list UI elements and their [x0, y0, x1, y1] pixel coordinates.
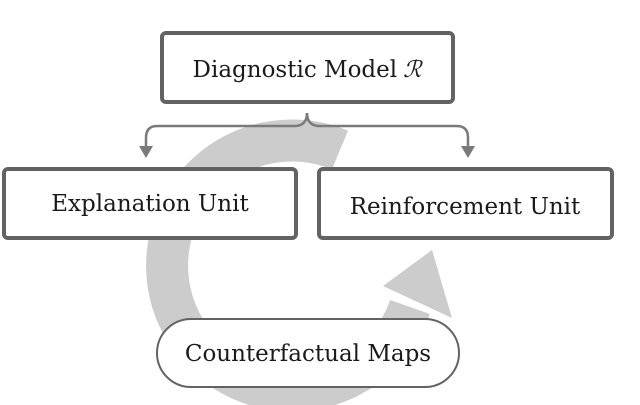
- reinforcement-unit-box-frame: [317, 167, 614, 240]
- arrowhead-to-explanation: [139, 146, 153, 158]
- diagnostic-model-symbol: ℛ: [403, 57, 423, 83]
- bracket-connector: [144, 112, 470, 148]
- bracket-right-arm: [318, 124, 470, 148]
- diagnostic-model-text: Diagnostic Model: [193, 57, 398, 83]
- explanation-unit-box-frame: [2, 167, 298, 240]
- arrowhead-to-reinforcement: [461, 146, 475, 158]
- explanation-unit-label: Explanation Unit: [51, 191, 249, 217]
- diagnostic-model-box-frame: [160, 31, 455, 104]
- cycle-arrowhead: [383, 250, 452, 318]
- bracket-stem-right: [305, 112, 319, 128]
- reinforcement-unit-label: Reinforcement Unit: [350, 194, 581, 220]
- counterfactual-maps-pill-frame: [156, 318, 460, 388]
- counterfactual-maps-pill: Counterfactual Maps: [156, 318, 460, 388]
- reinforcement-unit-box: Reinforcement Unit: [317, 167, 614, 240]
- explanation-unit-box: Explanation Unit: [2, 167, 298, 240]
- counterfactual-maps-label: Counterfactual Maps: [185, 341, 431, 367]
- bracket-left-arm: [144, 124, 296, 148]
